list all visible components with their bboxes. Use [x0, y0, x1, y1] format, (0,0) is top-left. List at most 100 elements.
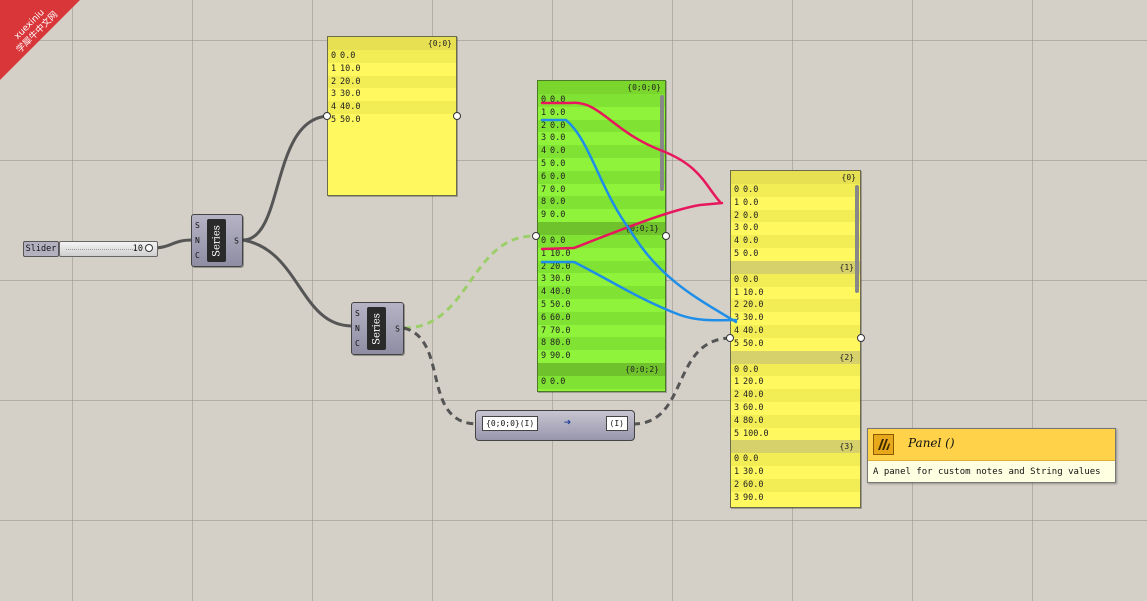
row-value: 0.0 [550, 146, 566, 157]
row-value: 0.0 [743, 274, 759, 285]
relay-output-box[interactable]: (I) [605, 416, 628, 431]
row-index: 1 [734, 197, 740, 208]
tooltip-header: Panel () [868, 429, 1115, 461]
branch-path: {0;0;1} [538, 221, 665, 235]
branch-path: {0} [731, 171, 860, 184]
scrollbar[interactable] [855, 185, 859, 293]
row-value: 40.0 [743, 390, 764, 401]
row-value: 0.0 [743, 454, 759, 465]
row-index: 2 [734, 390, 740, 401]
panel-green-output-port[interactable] [662, 232, 670, 240]
row-index: 3 [734, 313, 740, 324]
panel-top-output-port[interactable] [453, 112, 461, 120]
row-index: 3 [541, 133, 547, 144]
output-s[interactable]: S [234, 236, 239, 245]
panel-right-output-port[interactable] [857, 334, 865, 342]
input-n[interactable]: N [355, 324, 360, 333]
row-index: 1 [331, 63, 337, 74]
panel-top-input-port[interactable] [323, 112, 331, 120]
series-title: Series [371, 312, 382, 345]
wire-series-top-panel-top [241, 114, 332, 242]
series-inputs: S N C [355, 306, 360, 351]
branch-path: {0;0;2} [538, 362, 665, 376]
row-value: 0.0 [743, 197, 759, 208]
row-index: 4 [541, 146, 547, 157]
input-s[interactable]: S [355, 309, 360, 318]
row-index: 2 [541, 120, 547, 131]
row-value: 90.0 [550, 351, 571, 362]
row-value: 50.0 [340, 114, 361, 125]
row-value: 0.0 [550, 171, 566, 182]
row-index: 9 [541, 210, 547, 221]
scrollbar[interactable] [660, 95, 664, 191]
series-component-top[interactable]: S N C Series S [191, 214, 243, 267]
wire-series-top-series-bottom [241, 238, 354, 328]
row-index: 6 [541, 312, 547, 323]
row-value: 60.0 [550, 312, 571, 323]
row-index: 1 [734, 377, 740, 388]
row-index: 0 [331, 51, 337, 61]
row-value: 10.0 [340, 63, 361, 74]
panel-green-input-port[interactable] [532, 232, 540, 240]
path-mapper-component[interactable]: {0;0;0}(I) ➔ (I) [475, 410, 635, 441]
output-s[interactable]: S [395, 324, 400, 333]
row-value: 60.0 [743, 402, 764, 413]
slider-track[interactable]: 10 [59, 241, 158, 257]
row-index: 9 [541, 351, 547, 362]
row-index: 3 [734, 223, 740, 234]
input-c[interactable]: C [355, 339, 360, 348]
row-value: 0.0 [743, 223, 759, 234]
arrow-right-icon: ➔ [564, 415, 572, 429]
slider-output-port[interactable] [145, 244, 153, 252]
series-core: Series [367, 307, 386, 350]
series-component-bottom[interactable]: S N C Series S [351, 302, 404, 355]
slider-value: 10 [132, 244, 143, 254]
row-index: 5 [541, 299, 547, 310]
row-index: 4 [541, 287, 547, 298]
wire-slider-series-top [150, 238, 194, 250]
row-value: 20.0 [550, 261, 571, 272]
input-n[interactable]: N [195, 236, 200, 245]
wire-series-bottom-green [403, 234, 535, 330]
series-core: Series [207, 219, 226, 262]
relay-input-box[interactable]: {0;0;0}(I) [482, 416, 539, 431]
input-s[interactable]: S [195, 221, 200, 230]
panel-path: {0;0} [328, 37, 456, 50]
panel-right-input-port[interactable] [726, 334, 734, 342]
number-slider[interactable]: Slider 10 [23, 241, 158, 257]
row-value: 0.0 [743, 248, 759, 259]
input-c[interactable]: C [195, 251, 200, 260]
row-value: 70.0 [550, 325, 571, 336]
row-index: 5 [734, 338, 740, 349]
row-index: 4 [734, 236, 740, 247]
